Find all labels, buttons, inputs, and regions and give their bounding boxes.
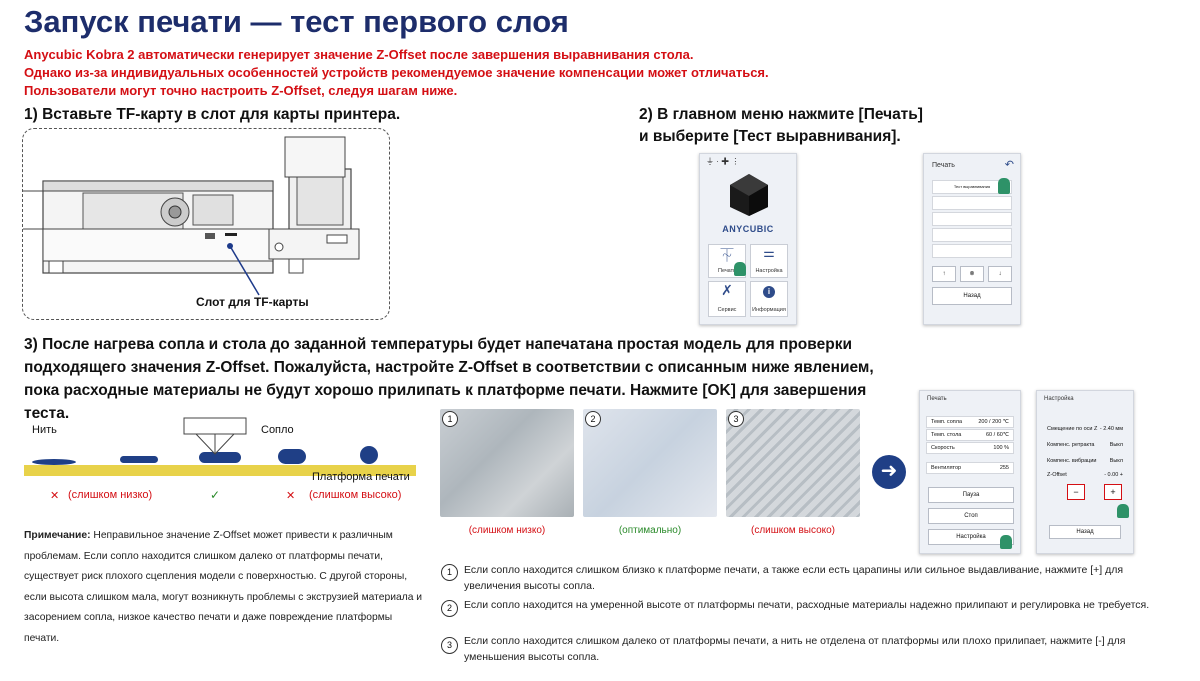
filament-blob-thin bbox=[120, 456, 158, 463]
filament-blob-sphere bbox=[360, 446, 378, 464]
sample-photo-too-high: 3 bbox=[726, 409, 860, 517]
up-arrow-button[interactable]: ↑ bbox=[932, 266, 956, 282]
z-shift-row: Смещение по оси Z- 2.40 мм bbox=[1047, 426, 1123, 432]
instruction-number: 1 bbox=[441, 564, 458, 581]
check-mark-icon: ✓ bbox=[210, 488, 221, 502]
photo-number: 3 bbox=[728, 411, 744, 427]
note-text: Неправильное значение Z-Offset может при… bbox=[24, 530, 423, 644]
back-label: Назад bbox=[963, 293, 981, 299]
stop-button[interactable]: Стоп bbox=[928, 508, 1014, 524]
intro-line-3: Пользователи могут точно настроить Z-Off… bbox=[24, 83, 458, 98]
too-high-label: (слишком высоко) bbox=[309, 489, 402, 501]
settings-back-label: Назад bbox=[1076, 529, 1094, 535]
filament-blob-optimal bbox=[199, 452, 241, 463]
photo-label-too-low: (слишком низко) bbox=[468, 525, 546, 536]
instruction-number: 2 bbox=[441, 600, 458, 617]
settings-screen: Настройка Смещение по оси Z- 2.40 мм Ком… bbox=[1036, 390, 1134, 554]
hand-pointer-icon bbox=[998, 178, 1010, 194]
filament-blob-round bbox=[278, 449, 306, 464]
settings-back-button[interactable]: Назад bbox=[1049, 525, 1121, 539]
page-title: Запуск печати — тест первого слоя bbox=[24, 4, 569, 39]
pause-button[interactable]: Пауза bbox=[928, 487, 1014, 503]
menu-tile-settings[interactable]: ⚌Настройка bbox=[750, 244, 788, 278]
filament-label: Нить bbox=[32, 424, 57, 436]
print-platform-bar bbox=[24, 465, 416, 476]
next-arrow-icon: ➜ bbox=[872, 455, 906, 489]
z-offset-minus-button[interactable]: − bbox=[1067, 484, 1085, 500]
level-test-item[interactable]: Тест выравнивания bbox=[932, 180, 1012, 194]
intro-line-1: Anycubic Kobra 2 автоматически генерируе… bbox=[24, 47, 694, 62]
return-icon[interactable]: ↶ bbox=[1004, 159, 1014, 171]
intro-line-2: Однако из-за индивидуальных особенностей… bbox=[24, 65, 769, 80]
hand-pointer-icon bbox=[1000, 535, 1012, 549]
file-row-empty bbox=[932, 228, 1012, 242]
print-list-screen: Печать ↶ Тест выравнивания ↑ ⊗ ↓ Назад bbox=[923, 153, 1021, 325]
filament-blob-flat bbox=[32, 459, 76, 465]
tf-slot-callout: Слот для TF-карты bbox=[196, 295, 309, 309]
instruction-number: 3 bbox=[441, 637, 458, 654]
brand-name: ANYCUBIC bbox=[722, 224, 774, 234]
delete-button[interactable]: ⊗ bbox=[960, 266, 984, 282]
printer-illustration bbox=[23, 136, 360, 296]
nozzle-label: Сопло bbox=[261, 424, 294, 436]
status-bar-icons: ⏚ · ✚ ⋮ bbox=[706, 157, 740, 166]
instruction-3-text: Если сопло находится слишком далеко от п… bbox=[464, 635, 1126, 663]
step1-heading: 1) Вставьте TF-карту в слот для карты пр… bbox=[24, 106, 401, 123]
photo-label-optimal: (оптимально) bbox=[618, 525, 682, 536]
cross-mark-icon: ✕ bbox=[286, 490, 296, 502]
sample-photo-optimal: 2 bbox=[583, 409, 717, 517]
step2-heading-line1: 2) В главном меню нажмите [Печать] bbox=[639, 106, 923, 123]
file-row-empty bbox=[932, 196, 1012, 210]
step2-heading-line2: и выберите [Тест выравнивания]. bbox=[639, 128, 901, 145]
note-label: Примечание: bbox=[24, 530, 91, 541]
nozzle-height-diagram bbox=[24, 417, 416, 476]
back-button[interactable]: Назад bbox=[932, 287, 1012, 305]
menu-tile-service[interactable]: ✗Сервис bbox=[708, 281, 746, 317]
cross-mark-icon: ✕ bbox=[50, 490, 60, 502]
down-arrow-button[interactable]: ↓ bbox=[988, 266, 1012, 282]
photo-number: 2 bbox=[585, 411, 601, 427]
sliders-icon: ⚌ bbox=[763, 245, 775, 260]
stop-label: Стоп bbox=[964, 513, 978, 519]
z-offset-plus-button[interactable]: + bbox=[1104, 484, 1122, 500]
main-menu-screen: ⏚ · ✚ ⋮ ANYCUBIC ⏇Печать ⚌Настройка ✗Сер… bbox=[699, 153, 797, 325]
sample-photo-too-low: 1 bbox=[440, 409, 574, 517]
settings-button[interactable]: Настройка bbox=[928, 529, 1014, 545]
too-low-label: (слишком низко) bbox=[68, 489, 153, 501]
platform-label: Платформа печати bbox=[312, 471, 410, 483]
file-row-empty bbox=[932, 212, 1012, 226]
z-offset-row: Z-Offset- 0.00 + bbox=[1047, 472, 1123, 478]
hand-pointer-icon bbox=[1117, 504, 1129, 518]
instruction-1-text: Если сопло находится слишком близко к пл… bbox=[464, 564, 1124, 592]
note-paragraph: Примечание: Неправильное значение Z-Offs… bbox=[24, 526, 424, 649]
printer-illustration-frame bbox=[22, 128, 390, 320]
tools-icon: ✗ bbox=[721, 282, 733, 298]
instruction-2-text: Если сопло находится на умеренной высоте… bbox=[464, 599, 1150, 611]
brand-cube-icon bbox=[730, 174, 768, 216]
info-icon: i bbox=[763, 286, 775, 298]
photo-number: 1 bbox=[442, 411, 458, 427]
step3-text: 3) После нагрева сопла и стола до заданн… bbox=[24, 336, 874, 422]
photo-label-too-high: (слишком высоко) bbox=[750, 525, 836, 536]
settings-label: Настройка bbox=[956, 534, 986, 540]
settings-title: Настройка bbox=[1044, 396, 1074, 402]
print-status-title: Печать bbox=[927, 396, 947, 402]
pause-label: Пауза bbox=[962, 492, 980, 498]
print-icon: ⏇ bbox=[720, 248, 734, 263]
nozzle-body bbox=[183, 417, 247, 435]
file-row-empty bbox=[932, 244, 1012, 258]
hand-pointer-icon bbox=[734, 262, 746, 276]
print-list-title: Печать bbox=[932, 162, 955, 169]
